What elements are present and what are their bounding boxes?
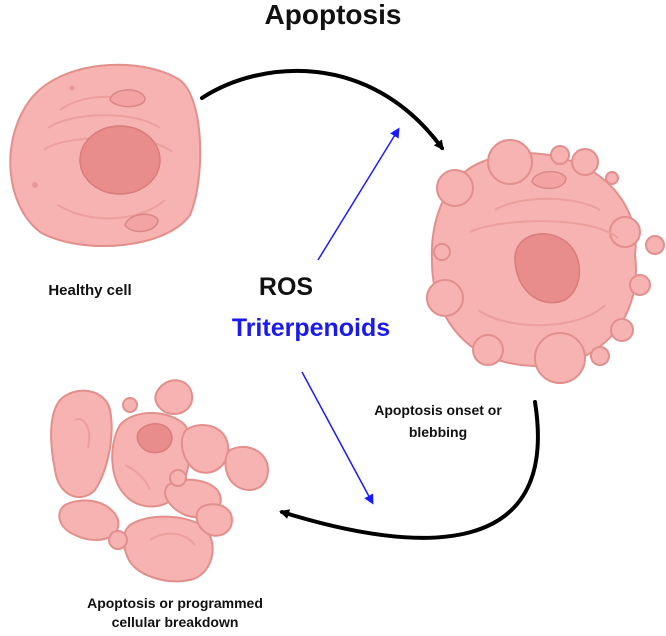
blebbing-cell-illustration xyxy=(426,139,665,384)
arrow-triterpenoids-down xyxy=(301,371,374,505)
triterpenoids-label: Triterpenoids xyxy=(231,314,391,342)
healthy-cell-label: Healthy cell xyxy=(48,282,132,299)
healthy-cell-illustration xyxy=(9,63,202,247)
arrow-healthy-to-blebbing xyxy=(200,68,444,151)
arrow-ros-up xyxy=(317,127,400,261)
arrow-blebbing-to-breakdown xyxy=(279,400,540,540)
apoptotic-bodies-illustration xyxy=(50,379,270,583)
breakdown-label-line2: cellular breakdown xyxy=(111,614,239,630)
onset-label-line1: Apoptosis onset or xyxy=(374,402,502,418)
ros-label: ROS xyxy=(258,273,314,301)
diagram-title: Apoptosis xyxy=(264,0,402,30)
breakdown-label-line1: Apoptosis or programmed xyxy=(87,595,263,611)
onset-label-line2: blebbing xyxy=(408,424,468,440)
